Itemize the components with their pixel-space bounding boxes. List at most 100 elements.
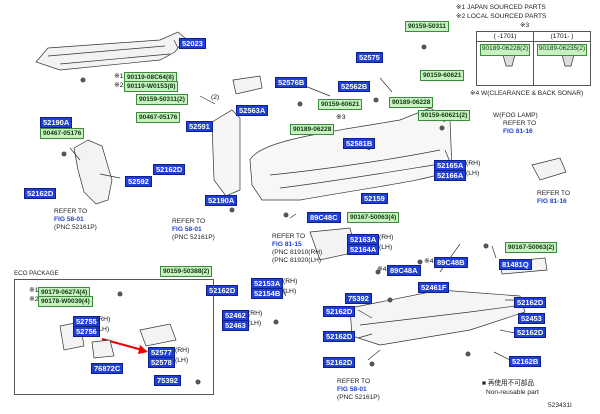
part-52162D-6[interactable]: 52162D <box>514 327 547 338</box>
suffix-sonar-1: ※4 <box>377 266 387 273</box>
part-52162D-3[interactable]: 52162D <box>206 285 239 296</box>
part-90159-50311-a[interactable]: 90159-50311(2) <box>136 94 188 105</box>
part-90189-06228-a[interactable]: 90189-06228 <box>389 97 434 108</box>
refer-note-2: REFER TO FIG 58-01 (PNC 52161P) <box>172 218 215 241</box>
refer-link-2[interactable]: FIG 58-01 <box>172 226 202 233</box>
part-90159-60621-a[interactable]: 90159-60621 <box>420 70 465 81</box>
eco-bracket <box>139 323 177 347</box>
clip-col-1: ( -1701) <box>476 31 534 42</box>
part-90467-05176-b[interactable]: 90467-05176 <box>40 128 85 139</box>
suffix-local-eco: ※2 <box>29 296 39 303</box>
suffix-rh-6: (RH) <box>175 347 190 354</box>
suffix-rh-5: (RH) <box>96 316 111 323</box>
suffix-qty: (2) <box>211 94 220 101</box>
refer-note-6: REFER TO FIG 58-01 (PNC 52161P) <box>337 378 380 401</box>
diagram-code: 523431I <box>548 402 572 409</box>
suffix-lh-1: (LH) <box>466 170 480 177</box>
suffix-lh-2: (LH) <box>379 244 393 251</box>
part-89C48B[interactable]: 89C48B <box>434 257 468 268</box>
refer-note-3: REFER TO FIG 81-15 (PNC 81910(RH) (PNC 8… <box>272 233 323 264</box>
bumper-cover <box>249 107 453 201</box>
part-52592[interactable]: 52592 <box>125 176 152 187</box>
non-reusable-en: Non-reusable part <box>486 389 539 396</box>
part-52581B[interactable]: 52581B <box>343 138 376 149</box>
part-75392-2[interactable]: 75392 <box>154 375 181 386</box>
suffix-rh-2: (RH) <box>379 234 394 241</box>
suffix-3: ※3 <box>336 114 346 121</box>
clip-part-2[interactable]: 90189-06235(2) <box>536 44 588 56</box>
part-90189-06228-b[interactable]: 90189-06228 <box>290 124 335 135</box>
eco-pad <box>91 339 115 359</box>
part-89C48C[interactable]: 89C48C <box>307 212 341 223</box>
part-90167-50063-a[interactable]: 90167-50063(4) <box>347 212 400 223</box>
clip-part-1[interactable]: 90189-06228(2) <box>479 44 531 56</box>
part-90159-50311-b[interactable]: 90159-50311 <box>405 21 449 32</box>
clip-table: ( -1701) (1701- ) 90189-06228(2) 90189-0… <box>476 31 591 86</box>
part-52190A-top[interactable]: 52190A <box>40 117 73 128</box>
suffix-sonar-2: ※4 <box>424 258 434 265</box>
eco-package-title: ECO PACKAGE <box>14 270 59 277</box>
part-52190A-mid[interactable]: 52190A <box>205 195 238 206</box>
part-81481Q[interactable]: 81481Q <box>499 259 532 270</box>
refer-note-5: REFER TO FIG 81-16 <box>537 190 571 205</box>
suffix-rh-1: (RH) <box>466 160 481 167</box>
part-90159-50388[interactable]: 90159-50388(2) <box>160 266 213 277</box>
part-52166A[interactable]: 52166A <box>434 170 467 181</box>
eco-package-box <box>14 279 214 395</box>
suffix-local: ※2 <box>114 82 124 89</box>
part-52159[interactable]: 52159 <box>361 193 388 204</box>
part-89C48A[interactable]: 89C48A <box>387 265 421 276</box>
part-52162D-5[interactable]: 52162D <box>323 306 356 317</box>
part-90159-60621-b[interactable]: 90159-60621 <box>318 99 363 110</box>
part-52461F[interactable]: 52461F <box>418 282 450 293</box>
part-52164A[interactable]: 52164A <box>347 244 380 255</box>
refer-link-1[interactable]: FIG 58-01 <box>54 216 84 223</box>
part-52162D-8[interactable]: 52162D <box>323 357 356 368</box>
part-52162D-4[interactable]: 52162D <box>514 297 547 308</box>
clip-col-2: (1701- ) <box>533 31 591 42</box>
suffix-japan-eco: ※1 <box>29 287 39 294</box>
suffix-lh-3: (LH) <box>283 288 297 295</box>
part-52154B[interactable]: 52154B <box>251 288 284 299</box>
part-90467-05176-a[interactable]: 90467-05176 <box>136 112 181 123</box>
part-52562B[interactable]: 52562B <box>338 81 371 92</box>
upper-bracket <box>232 75 263 95</box>
part-52162D-7[interactable]: 52162D <box>323 331 356 342</box>
part-90159-60621-c[interactable]: 90159-60621(2) <box>418 110 471 121</box>
part-52023[interactable]: 52023 <box>179 38 206 49</box>
part-52575[interactable]: 52575 <box>356 52 383 63</box>
legend-sonar: ※4 W(CLEARANCE & BACK SONAR) <box>470 90 584 97</box>
suffix-rh-4: (RH) <box>248 310 263 317</box>
part-52576B[interactable]: 52576B <box>275 77 308 88</box>
legend-local: ※2 LOCAL SOURCED PARTS <box>456 13 547 20</box>
refer-link-6[interactable]: FIG 58-01 <box>337 386 367 393</box>
part-52756[interactable]: 52756 <box>73 326 100 337</box>
part-90167-50063-b[interactable]: 90167-50063(2) <box>505 242 558 253</box>
suffix-lh-6: (LH) <box>175 357 189 364</box>
part-52453[interactable]: 52453 <box>518 313 545 324</box>
part-52591[interactable]: 52591 <box>186 121 213 132</box>
legend-japan: ※1 JAPAN SOURCED PARTS <box>456 4 546 11</box>
part-90178-W0039[interactable]: 90178-W0039(4) <box>38 296 93 307</box>
part-75392-1[interactable]: 75392 <box>345 293 372 304</box>
part-52162B[interactable]: 52162B <box>509 356 542 367</box>
suffix-rh-3: (RH) <box>283 278 298 285</box>
energy-absorber <box>211 109 241 197</box>
refer-link-5[interactable]: FIG 81-16 <box>537 198 567 205</box>
part-52563A[interactable]: 52563A <box>236 105 269 116</box>
part-52162D-1[interactable]: 52162D <box>153 164 186 175</box>
refer-link-4[interactable]: FIG 81-16 <box>503 128 533 135</box>
part-76872C[interactable]: 76872C <box>91 363 124 374</box>
fog-lamp-cover <box>531 157 567 181</box>
side-retainer-left <box>73 139 113 205</box>
part-52162D-2[interactable]: 52162D <box>24 188 57 199</box>
part-52463[interactable]: 52463 <box>222 320 249 331</box>
suffix-lh-5: (LH) <box>96 326 110 333</box>
non-reusable-jp: ■ 再使用不可部品 <box>482 380 534 387</box>
refer-link-3[interactable]: FIG 81-15 <box>272 241 302 248</box>
legend-3: ※3 <box>520 22 530 29</box>
suffix-lh-4: (LH) <box>248 320 262 327</box>
part-52578[interactable]: 52578 <box>148 357 175 368</box>
part-90119-W0153[interactable]: 90119-W0153(8) <box>124 81 179 92</box>
